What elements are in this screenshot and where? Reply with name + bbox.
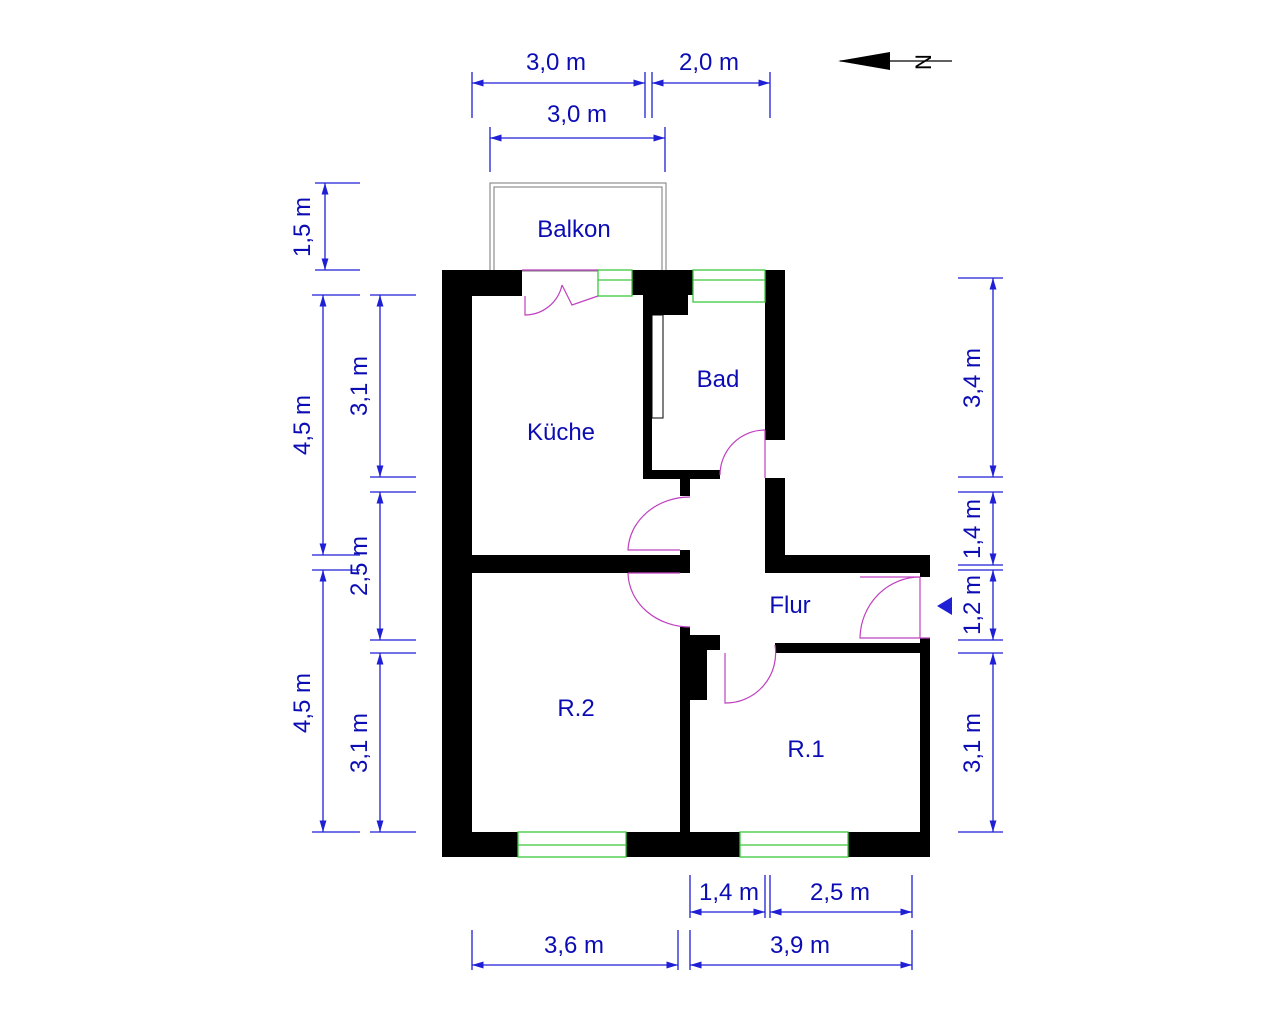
room-label-balkon: Balkon: [537, 216, 610, 243]
dim-left-inner-kueche: 3,1 m: [346, 356, 373, 416]
room-label-bad: Bad: [697, 366, 740, 393]
entrance-arrow-icon: [937, 597, 952, 615]
dim-top-bad: 2,0 m: [679, 49, 739, 76]
dim-bottom-small: 1,4 m: [699, 879, 759, 906]
dim-right-bad: 3,4 m: [959, 348, 986, 408]
room-label-flur: Flur: [769, 592, 810, 619]
dimension-lines: [312, 72, 1003, 970]
dim-left-outer-lower: 4,5 m: [289, 673, 316, 733]
dim-right-flur-upper: 1,4 m: [959, 499, 986, 559]
room-label-kueche: Küche: [527, 419, 595, 446]
room-label-r1: R.1: [787, 736, 824, 763]
north-arrow: N: [838, 52, 952, 70]
doors: [522, 269, 930, 704]
dim-bottom-r2: 3,6 m: [544, 932, 604, 959]
walls: [442, 270, 930, 857]
dim-left-inner-mid: 2,5 m: [346, 536, 373, 596]
dim-left-balkon: 1,5 m: [289, 197, 316, 257]
dim-top-balkon: 3,0 m: [547, 101, 607, 128]
dim-bottom-r1-window: 2,5 m: [810, 879, 870, 906]
dim-top-kueche: 3,0 m: [526, 49, 586, 76]
dim-right-r1: 3,1 m: [959, 713, 986, 773]
dim-right-flur-door: 1,2 m: [959, 575, 986, 635]
room-label-r2: R.2: [557, 695, 594, 722]
dim-bottom-r1: 3,9 m: [770, 932, 830, 959]
dim-left-inner-r2: 3,1 m: [346, 713, 373, 773]
north-label: N: [911, 54, 936, 70]
balcony: [489, 182, 667, 272]
dimension-labels: 3,0 m 2,0 m 3,0 m 1,5 m 4,5 m 3,1 m 2,5 …: [289, 49, 986, 959]
windows: [517, 269, 849, 858]
dim-left-outer-upper: 4,5 m: [289, 395, 316, 455]
